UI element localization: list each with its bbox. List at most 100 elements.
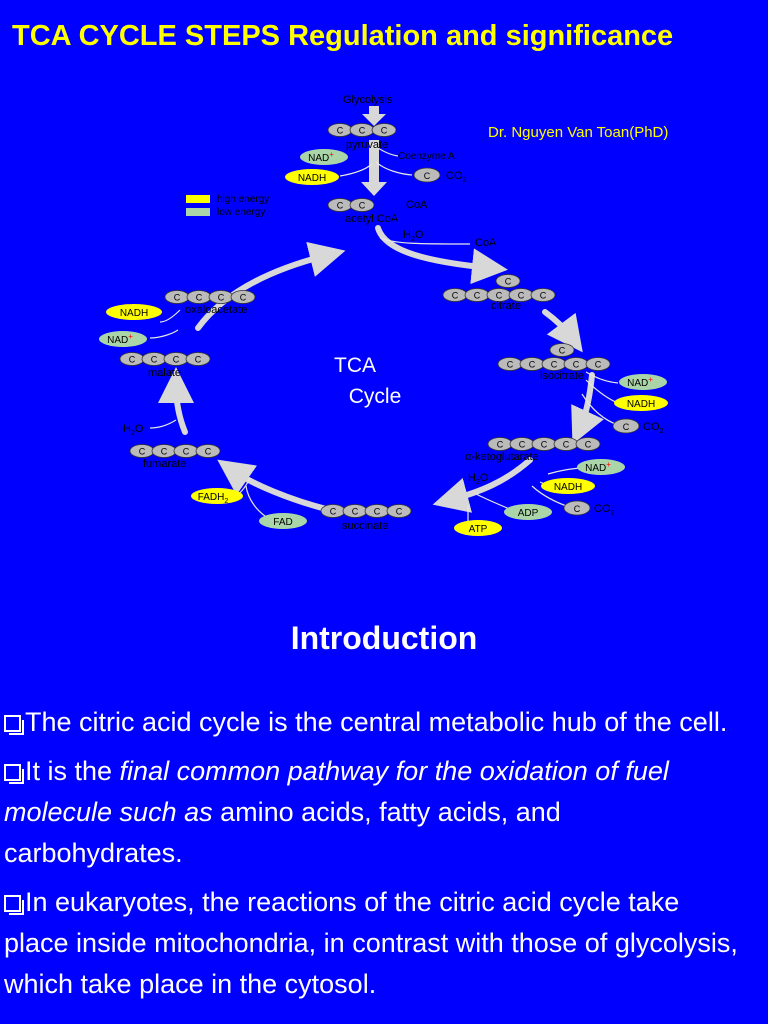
bullet-2: It is the final common pathway for the o…	[4, 751, 746, 874]
carbon-letter: C	[518, 291, 525, 301]
carbon-atom	[195, 444, 221, 458]
svg-text:H2O: H2O	[403, 229, 424, 243]
glycolysis-label: Glycolysis	[343, 94, 393, 106]
bullet-3-text: In eukaryotes, the reactions of the citr…	[4, 887, 738, 999]
carbon-letter: C	[573, 360, 580, 370]
carbon-letter: C	[359, 201, 366, 211]
succinate-label: succinate	[342, 520, 388, 532]
coenzyme-a-label: Coenzyme A	[398, 151, 455, 162]
oxaloacetate-label: oxaloacetate	[185, 304, 247, 316]
carbon-letter: C	[497, 440, 504, 450]
carbon-letter: C	[337, 201, 344, 211]
carbon-letter: C	[585, 440, 592, 450]
carbon-letter: C	[337, 126, 344, 136]
legend-low-swatch	[186, 208, 210, 216]
fumarate-label: fumarate	[143, 458, 186, 470]
fadh2-oval: FADH2	[191, 488, 243, 505]
bullet-2-italic: final common pathway for the oxidation o…	[4, 756, 669, 827]
legend-high-swatch	[186, 195, 210, 203]
carbon-atom	[585, 357, 611, 371]
slide-title: TCA CYCLE STEPS Regulation and significa…	[12, 20, 674, 52]
carbon-letter: C	[541, 440, 548, 450]
water-labels: H2O H2O H2O	[123, 229, 489, 486]
checkbox-bullet-icon	[4, 764, 24, 784]
carbon-letter: C	[595, 360, 602, 370]
carbon-letter: C	[505, 277, 512, 287]
bullet-1-text: The citric acid cycle is the central met…	[25, 707, 728, 737]
carbon-letter: C	[374, 507, 381, 517]
carbon-letter: C	[352, 507, 359, 517]
svg-text:CO2: CO2	[594, 503, 615, 517]
carbon-letter: C	[474, 291, 481, 301]
svg-text:C: C	[424, 171, 431, 181]
carbon-atom	[230, 290, 256, 304]
carbon-letter: C	[452, 291, 459, 301]
svg-text:NAD+: NAD+	[107, 332, 133, 346]
bullet-3: In eukaryotes, the reactions of the citr…	[4, 882, 746, 1005]
carbon-letter: C	[205, 447, 212, 457]
center-label-tca: TCA	[334, 354, 376, 377]
introduction-heading: Introduction	[290, 620, 478, 656]
nad-oval-isocitrate: NAD+	[619, 374, 667, 390]
carbon-letter: C	[381, 126, 388, 136]
bullet-2-suffix: amino acids, fatty acids, and carbohydra…	[4, 797, 561, 868]
svg-text:FADH2: FADH2	[198, 492, 229, 505]
checkbox-bullet-icon	[4, 715, 24, 735]
adp-oval: ADP	[504, 504, 552, 520]
bullet-list: The citric acid cycle is the central met…	[4, 702, 746, 1013]
carbon-letter: C	[161, 447, 168, 457]
svg-text:NADH: NADH	[554, 482, 582, 493]
atp-oval: ATP	[454, 520, 502, 536]
svg-text:NADH: NADH	[627, 399, 655, 410]
carbon-atom	[349, 198, 375, 212]
legend-low-label: low energy	[217, 207, 265, 218]
fad-oval: FAD	[259, 513, 307, 529]
isocitrate-label: isocitrate	[540, 370, 584, 382]
center-label-cycle: Cycle	[349, 385, 402, 408]
svg-text:FAD: FAD	[273, 517, 292, 528]
bullet-2-prefix: It is the	[25, 756, 120, 786]
acetyl-coa-label: acetyl CoA	[345, 213, 399, 225]
legend-high-label: high energy	[217, 194, 269, 205]
nad-oval-malate: NAD+	[99, 331, 147, 347]
author-name: Dr. Nguyen Van Toan(PhD)	[488, 124, 669, 141]
svg-text:NADH: NADH	[120, 308, 148, 319]
svg-text:NAD+: NAD+	[308, 150, 334, 164]
carbon-atom	[495, 274, 521, 288]
carbon-letter: C	[359, 126, 366, 136]
carbon-letter: C	[496, 291, 503, 301]
carbon-letter: C	[330, 507, 337, 517]
nad-oval-akg: NAD+	[577, 459, 625, 475]
svg-text:CO2: CO2	[446, 170, 467, 184]
carbon-letter: C	[195, 355, 202, 365]
acetyl-coa-tag: CoA	[406, 199, 428, 211]
carbon-letter: C	[529, 360, 536, 370]
carbon-atom	[530, 288, 556, 302]
carbon-letter: C	[218, 293, 225, 303]
checkbox-bullet-icon	[4, 895, 24, 915]
carbon-letter: C	[174, 293, 181, 303]
citrate-label: citrate	[491, 300, 521, 312]
carbon-letter: C	[559, 346, 566, 356]
malate-label: malate	[148, 367, 181, 379]
carbon-letter: C	[240, 293, 247, 303]
carbon-letter: C	[551, 360, 558, 370]
pyruvate-label: pyruvate	[346, 139, 388, 151]
entry-arrows	[361, 106, 387, 196]
carbon-atom	[185, 352, 211, 366]
bullet-1: The citric acid cycle is the central met…	[4, 702, 746, 743]
co2-releases: C CO2 C CO2 C CO2	[413, 167, 664, 517]
carbon-letter: C	[129, 355, 136, 365]
svg-text:H2O: H2O	[468, 472, 489, 486]
carbon-letter: C	[396, 507, 403, 517]
cycle-arrows	[158, 225, 604, 513]
